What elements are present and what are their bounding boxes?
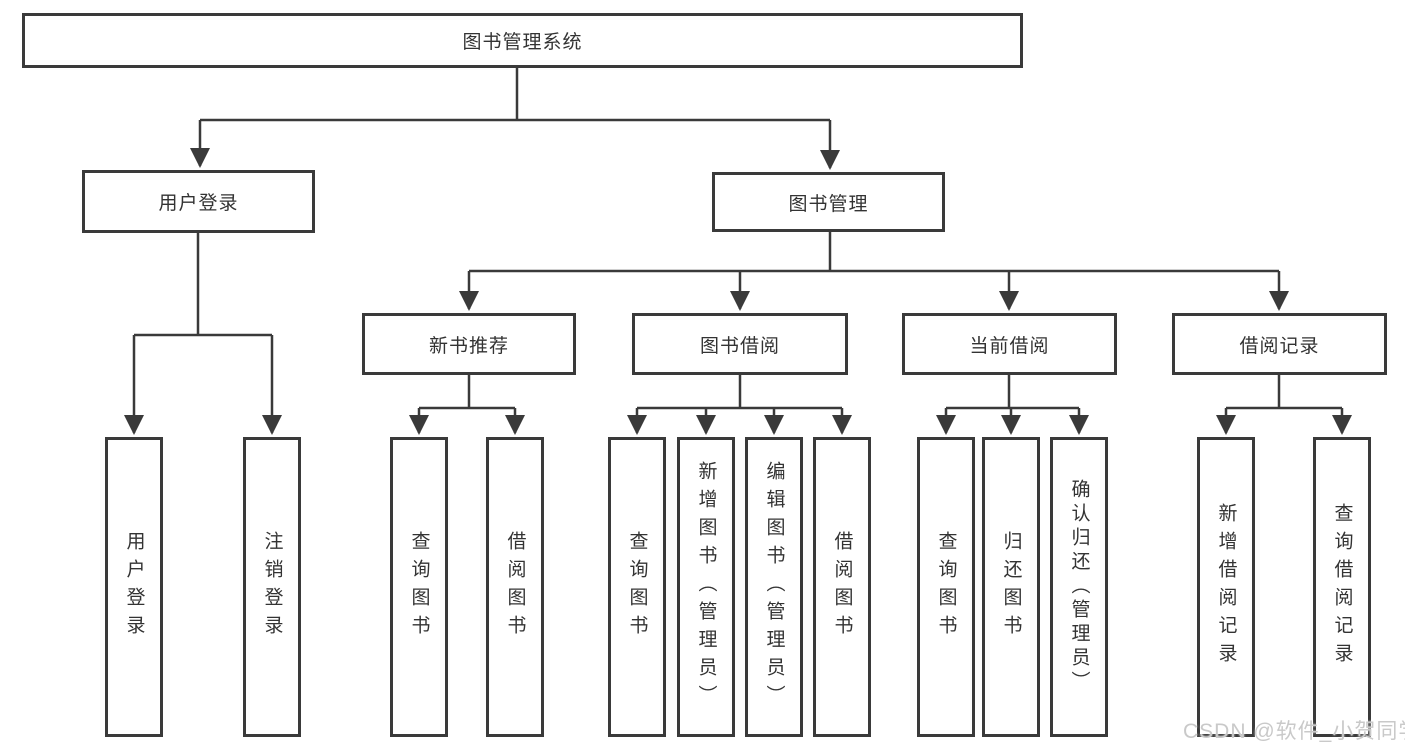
node-user-login: 用户登录 xyxy=(82,170,315,233)
leaf-query-books-borrow: 查询图书 xyxy=(608,437,666,737)
leaf-label: 查询图书 xyxy=(408,531,430,643)
leaf-label: 确认归还（管理员） xyxy=(1068,479,1090,695)
node-root-system: 图书管理系统 xyxy=(22,13,1023,68)
leaf-label: 新增借阅记录 xyxy=(1215,503,1237,671)
leaf-return-books: 归还图书 xyxy=(982,437,1040,737)
leaf-query-books-recommend: 查询图书 xyxy=(390,437,448,737)
leaf-user-login: 用户登录 xyxy=(105,437,163,737)
leaf-borrow-books-recommend: 借阅图书 xyxy=(486,437,544,737)
leaf-label: 归还图书 xyxy=(1000,531,1022,643)
node-book-management: 图书管理 xyxy=(712,172,945,232)
node-borrow-records: 借阅记录 xyxy=(1172,313,1387,375)
leaf-label: 查询图书 xyxy=(626,531,648,643)
leaf-label: 借阅图书 xyxy=(504,531,526,643)
node-book-borrow: 图书借阅 xyxy=(632,313,848,375)
node-new-book-recommend: 新书推荐 xyxy=(362,313,576,375)
leaf-logout: 注销登录 xyxy=(243,437,301,737)
leaf-label: 新增图书（管理员） xyxy=(695,461,717,713)
leaf-confirm-return-admin: 确认归还（管理员） xyxy=(1050,437,1108,737)
leaf-label: 用户登录 xyxy=(123,531,145,643)
leaf-label: 查询图书 xyxy=(935,531,957,643)
leaf-label: 借阅图书 xyxy=(831,531,853,643)
leaf-label: 注销登录 xyxy=(261,531,283,643)
leaf-edit-books-admin: 编辑图书（管理员） xyxy=(745,437,803,737)
leaf-add-books-admin: 新增图书（管理员） xyxy=(677,437,735,737)
leaf-label: 编辑图书（管理员） xyxy=(763,461,785,713)
leaf-add-borrow-record: 新增借阅记录 xyxy=(1197,437,1255,737)
leaf-query-borrow-record: 查询借阅记录 xyxy=(1313,437,1371,737)
leaf-label: 查询借阅记录 xyxy=(1331,503,1353,671)
leaf-borrow-books: 借阅图书 xyxy=(813,437,871,737)
node-current-borrow: 当前借阅 xyxy=(902,313,1117,375)
leaf-query-books-current: 查询图书 xyxy=(917,437,975,737)
csdn-watermark: CSDN @软件_小贺同学 xyxy=(1183,720,1405,743)
